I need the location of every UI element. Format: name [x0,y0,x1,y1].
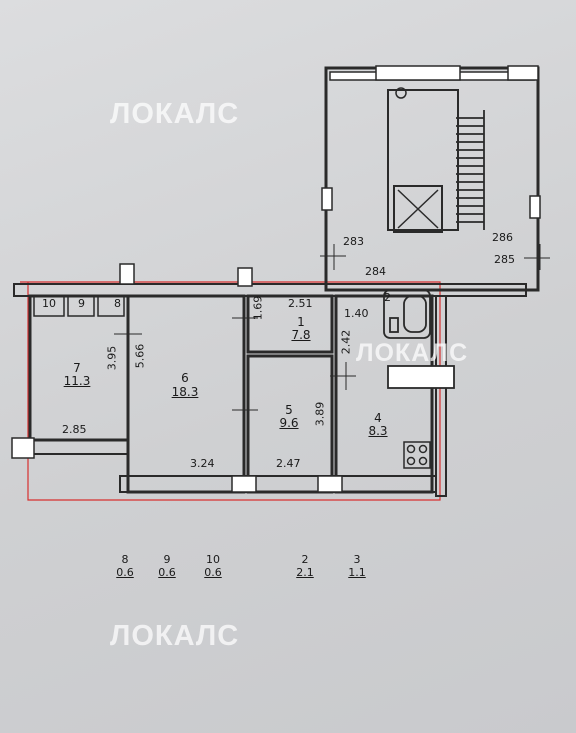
dim-label: 2.42 [339,329,353,355]
watermark: ЛОКАЛС [356,339,469,367]
closet-number: 9 [78,297,85,310]
legend-number: 9 [163,553,171,566]
closet-number: 8 [114,297,121,310]
dim-label: 283 [343,235,364,248]
room-area: 7.8 [291,328,311,342]
legend-area: 0.6 [204,566,222,579]
stove-icon [403,441,431,469]
watermark: ЛОКАЛС [110,98,240,130]
legend-area: 2.1 [296,566,314,579]
legend-number: 8 [121,553,129,566]
dim-label: 3.95 [105,345,119,371]
dimension-ticks [114,244,550,424]
legend-area: 0.6 [116,566,134,579]
windows [11,65,539,493]
room-area: 11.3 [63,374,91,388]
dim-label: 3.24 [190,457,215,470]
room-area: 8.3 [368,424,388,438]
room-area: 18.3 [171,385,199,399]
legend-area: 0.6 [158,566,176,579]
room-area: 9.6 [279,416,299,430]
apartment-outline [20,281,441,501]
legend-area: 1.1 [348,566,366,579]
dim-label: 1.69 [251,295,265,321]
dim-label: 285 [494,253,515,266]
dim-label: 2.85 [62,423,87,436]
room-number: 4 [374,411,382,425]
dim-label: 1.40 [344,307,369,320]
dim-label: 286 [492,231,513,244]
legend-number: 2 [301,553,309,566]
room-number: 6 [181,371,189,385]
legend-number: 10 [206,553,220,566]
bathroom-fixtures [383,289,455,389]
room-number: 5 [285,403,293,417]
room-number: 7 [73,361,81,375]
watermark: ЛОКАЛС [110,620,240,652]
dim-label: 2.47 [276,457,301,470]
dim-label: 3.89 [313,401,327,427]
closet-number: 10 [42,297,56,310]
room-number: 1 [297,315,305,329]
closets [33,295,125,317]
room-number: 2 [384,291,391,304]
legend-number: 3 [353,553,361,566]
dim-label: 5.66 [133,343,147,369]
dim-label: 284 [365,265,386,278]
dim-label: 2.51 [288,297,313,310]
